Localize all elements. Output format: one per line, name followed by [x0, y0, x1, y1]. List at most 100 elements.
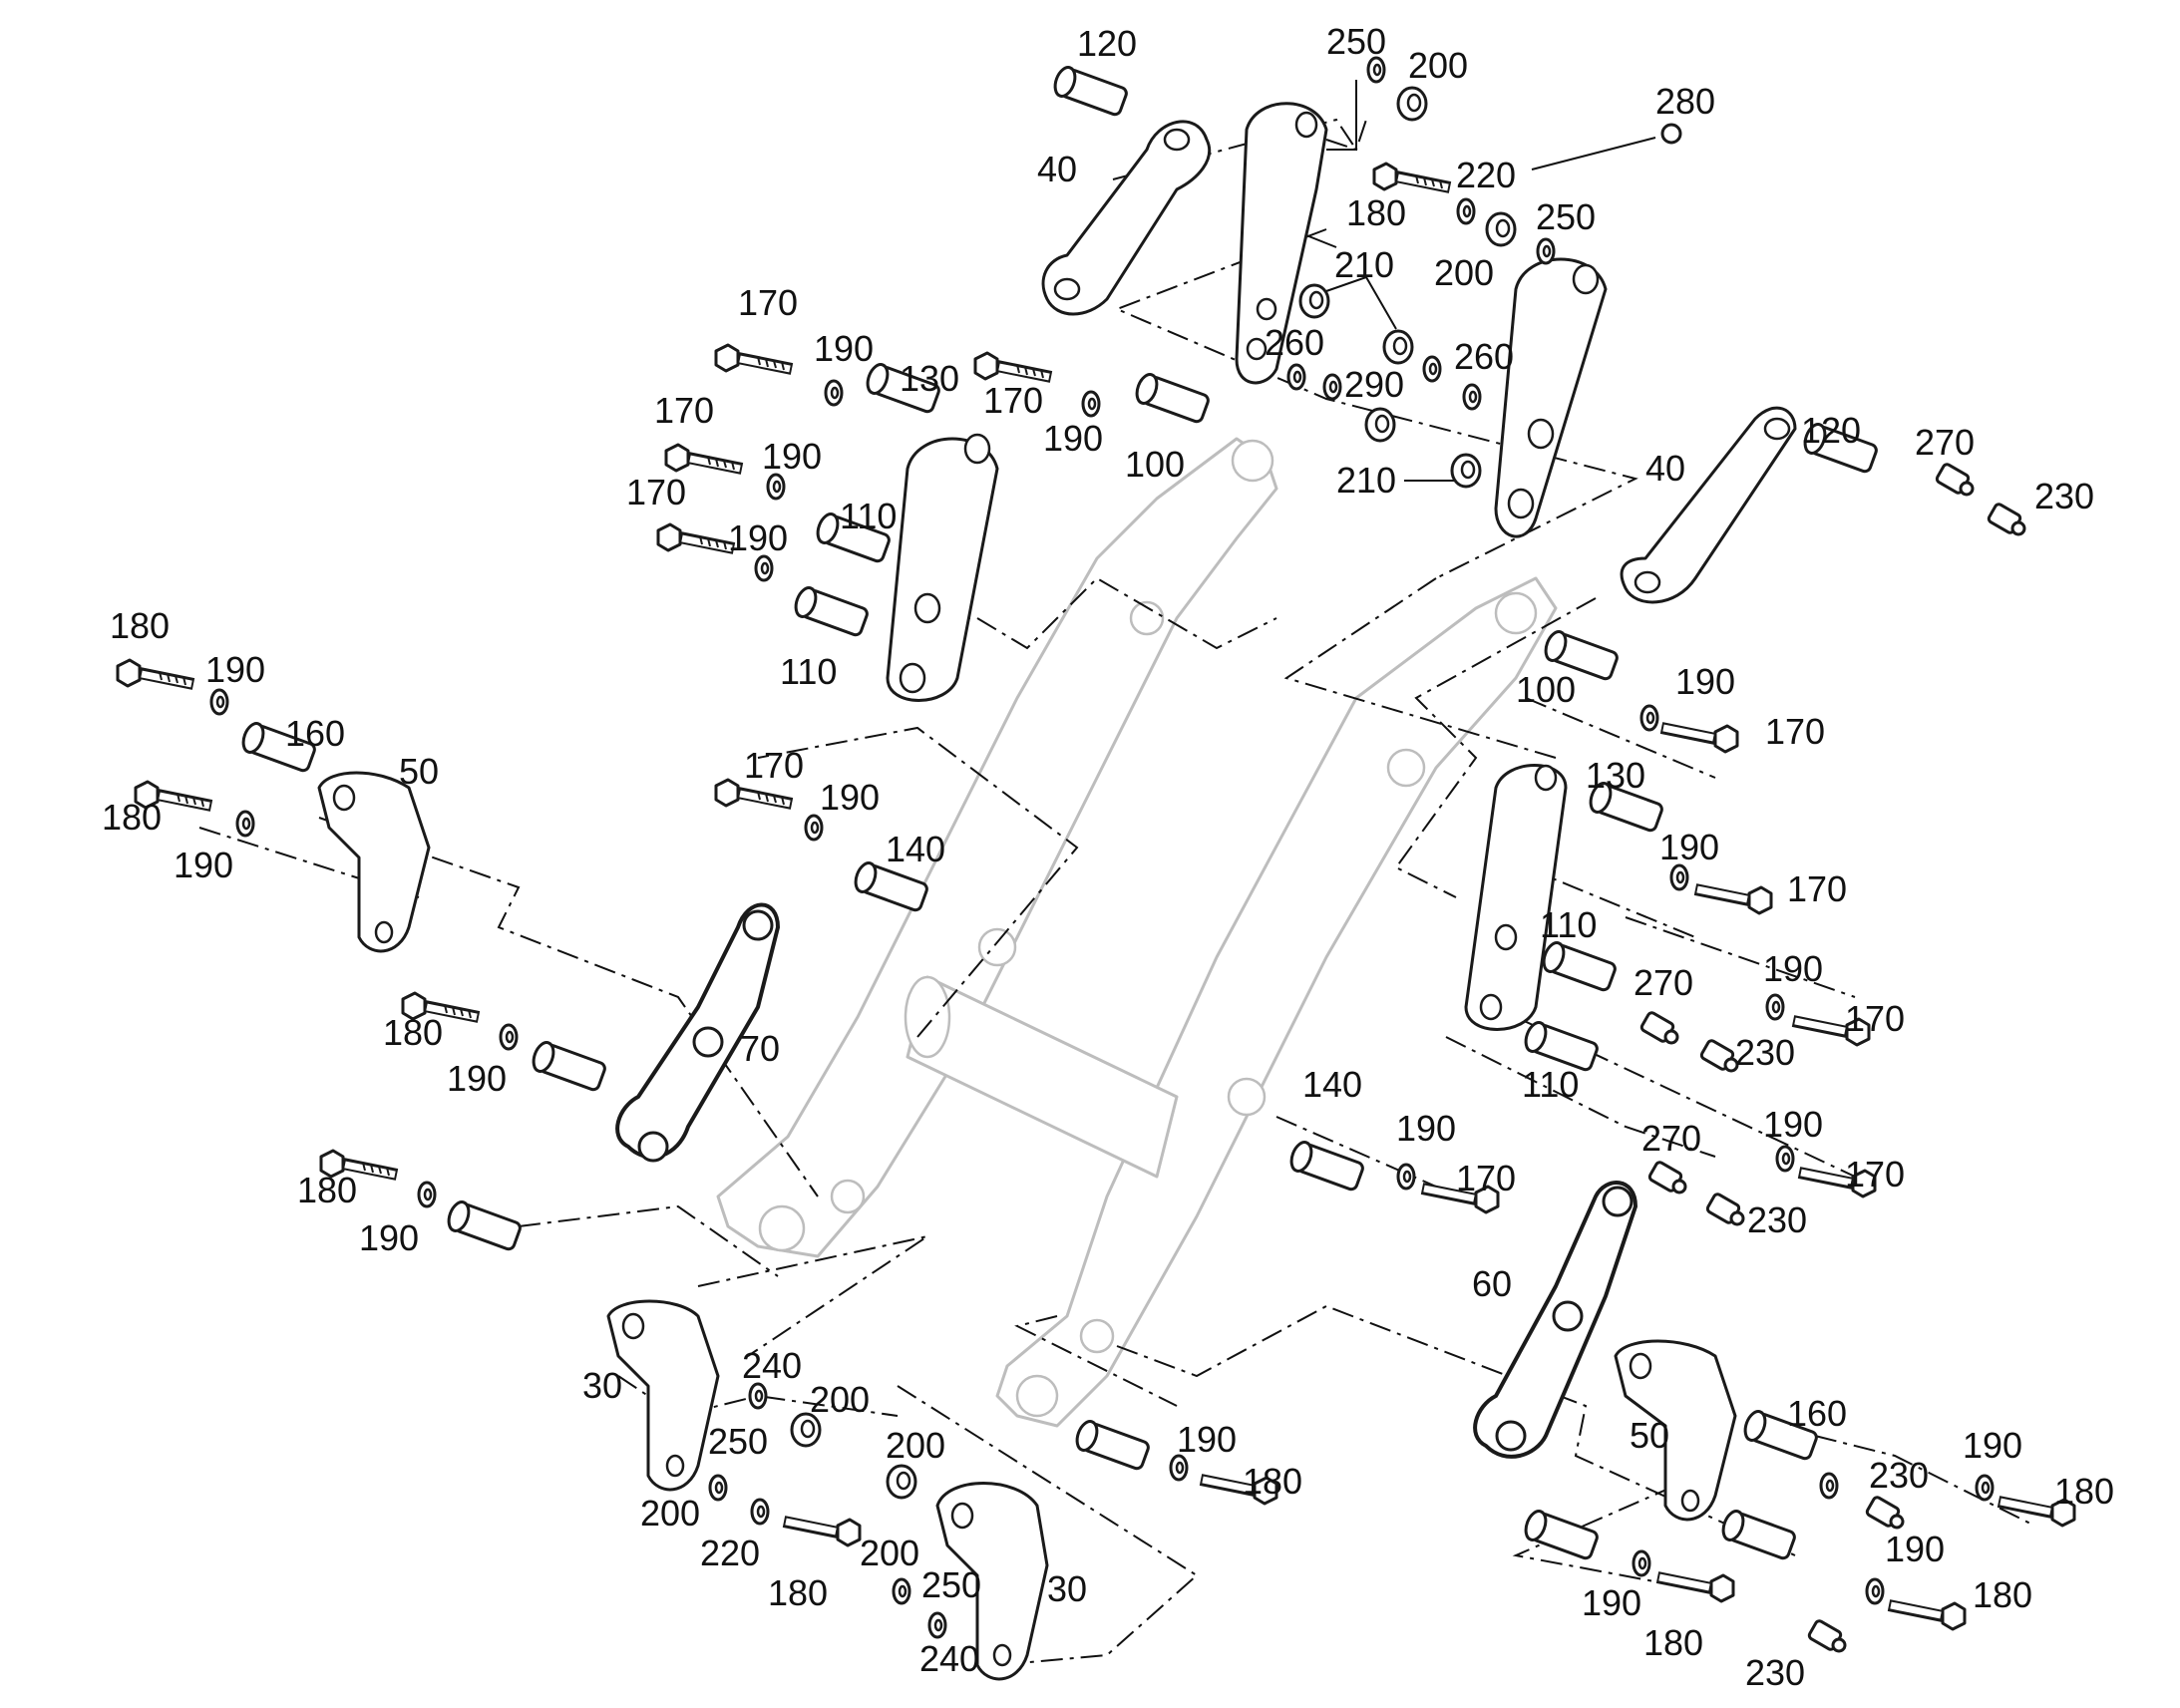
callout-130: 130: [1586, 755, 1645, 796]
callout-200: 200: [860, 1533, 919, 1573]
top-plate-right: [1494, 257, 1608, 538]
callout-190: 190: [1043, 418, 1103, 459]
o-ring-280: [1660, 123, 1682, 145]
callout-180: 180: [110, 605, 170, 646]
callout-110: 110: [1540, 904, 1597, 945]
callout-170: 170: [626, 472, 686, 512]
callout-180: 180: [1973, 1574, 2032, 1615]
callout-120: 120: [1077, 23, 1137, 64]
callout-200: 200: [1408, 45, 1468, 86]
callout-270: 270: [1915, 422, 1975, 463]
callout-120: 120: [1801, 410, 1861, 451]
callout-230: 230: [1735, 1032, 1795, 1073]
upper-plate-left: [886, 433, 999, 702]
callout-100: 100: [1516, 669, 1576, 710]
callout-140: 140: [886, 829, 945, 869]
lift-arm-right: [995, 576, 1558, 1428]
callout-210: 210: [1334, 244, 1394, 285]
callout-200: 200: [640, 1493, 700, 1534]
callout-190: 190: [1675, 661, 1735, 702]
callout-180: 180: [1346, 192, 1406, 233]
callout-250: 250: [1326, 21, 1386, 62]
bracket-30-left: [606, 1299, 720, 1492]
link-70: [615, 902, 780, 1163]
callout-200: 200: [810, 1379, 870, 1420]
callout-180: 180: [102, 797, 162, 838]
callout-110: 110: [1522, 1064, 1579, 1105]
mid-plate-right: [1464, 764, 1568, 1031]
callout-180: 180: [297, 1170, 357, 1210]
callout-190: 190: [1963, 1425, 2022, 1466]
callout-140: 140: [1302, 1064, 1362, 1105]
callout-250: 250: [1536, 196, 1596, 237]
callout-30: 30: [582, 1365, 622, 1406]
callout-190: 190: [447, 1058, 507, 1099]
callout-280: 280: [1655, 81, 1715, 122]
callout-250: 250: [708, 1421, 768, 1462]
callout-110: 110: [780, 651, 837, 692]
callout-240: 240: [919, 1638, 979, 1679]
link-40-top: [1041, 120, 1212, 316]
callout-200: 200: [886, 1425, 945, 1466]
callout-190: 190: [1177, 1419, 1237, 1460]
cross-tube: [904, 975, 1179, 1179]
link-60: [1473, 1181, 1637, 1459]
callout-180: 180: [768, 1572, 828, 1613]
callout-190: 190: [1885, 1529, 1945, 1569]
callout-240: 240: [742, 1345, 802, 1386]
callout-170: 170: [744, 745, 804, 786]
callout-180: 180: [2054, 1471, 2114, 1512]
top-plate-left: [1235, 102, 1328, 385]
bracket-30-bottom: [935, 1482, 1049, 1681]
callout-190: 190: [205, 649, 265, 690]
callout-200: 200: [1434, 252, 1494, 293]
callout-70: 70: [740, 1028, 780, 1069]
callout-230: 230: [1745, 1652, 1805, 1693]
callout-160: 160: [285, 713, 345, 754]
link-40-right: [1620, 406, 1797, 604]
callout-160: 160: [1787, 1393, 1847, 1434]
callout-270: 270: [1641, 1118, 1701, 1159]
callout-170: 170: [1456, 1158, 1516, 1198]
bracket-50-left: [317, 771, 431, 953]
lift-arm-left: [716, 437, 1278, 1258]
callout-100: 100: [1125, 444, 1185, 485]
callout-260: 260: [1454, 336, 1514, 377]
callout-170: 170: [1845, 998, 1905, 1039]
callout-180: 180: [1643, 1622, 1703, 1663]
callout-270: 270: [1634, 962, 1693, 1003]
callout-170: 170: [983, 380, 1043, 421]
callout-190: 190: [820, 777, 880, 818]
callout-230: 230: [1869, 1455, 1929, 1496]
callout-130: 130: [900, 358, 959, 399]
callout-170: 170: [1845, 1154, 1905, 1195]
callout-260: 260: [1265, 322, 1324, 363]
callout-190: 190: [814, 328, 874, 369]
callout-50: 50: [1630, 1415, 1669, 1456]
bracket-50-right: [1614, 1339, 1737, 1522]
callout-190: 190: [1763, 1104, 1823, 1145]
callout-190: 190: [1396, 1108, 1456, 1149]
callout-30: 30: [1047, 1568, 1087, 1609]
callout-190: 190: [174, 845, 233, 885]
callout-40: 40: [1645, 448, 1685, 489]
callout-290: 290: [1344, 364, 1404, 405]
callout-220: 220: [700, 1533, 760, 1573]
callout-170: 170: [1765, 711, 1825, 752]
callout-190: 190: [359, 1217, 419, 1258]
callout-50: 50: [399, 751, 439, 792]
callout-60: 60: [1472, 1263, 1512, 1304]
callout-170: 170: [1787, 868, 1847, 909]
callout-labels: 120 250 200 280 40 220 250 180 200 210 1…: [102, 21, 2114, 1693]
callout-190: 190: [1763, 948, 1823, 989]
callout-210: 210: [1336, 460, 1396, 501]
callout-190: 190: [762, 436, 822, 477]
callout-190: 190: [728, 517, 788, 558]
callout-180: 180: [1243, 1461, 1302, 1502]
callout-170: 170: [654, 390, 714, 431]
callout-230: 230: [2034, 476, 2094, 516]
callout-40: 40: [1037, 149, 1077, 189]
callout-110: 110: [840, 496, 897, 536]
callout-190: 190: [1659, 827, 1719, 867]
